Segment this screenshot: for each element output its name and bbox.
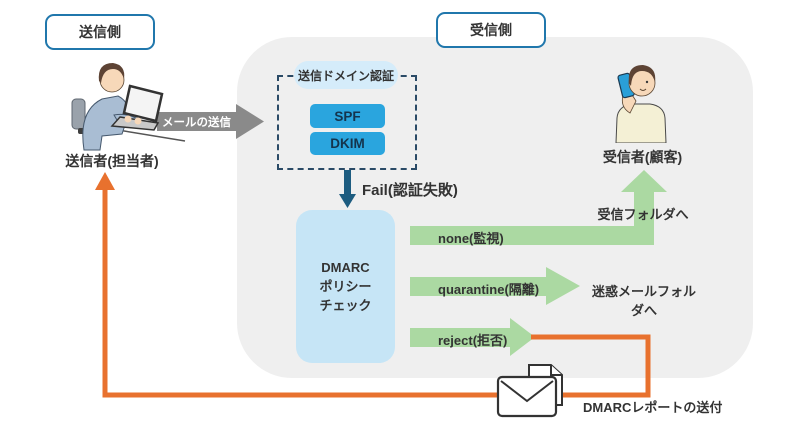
dmarc-box-line3: チェック: [319, 298, 372, 313]
spf-chip: SPF: [310, 104, 385, 128]
fail-label: Fail(認証失敗): [362, 182, 458, 199]
receiver-side-badge-label: 受信側: [470, 22, 512, 38]
dmarc-box-line2: ポリシー: [319, 279, 372, 294]
sender-person-illustration: [71, 63, 186, 151]
dmarc-policy-check-box: DMARC ポリシー チェック: [296, 210, 395, 363]
spf-label: SPF: [334, 108, 361, 124]
sender-side-badge: 送信側: [45, 14, 155, 50]
none-arrow: [410, 170, 667, 245]
receiver-person-illustration: [615, 65, 667, 143]
policy-quarantine-label: quarantine(隔離): [438, 282, 540, 297]
dmarc-box-line1: DMARC: [321, 260, 370, 275]
fail-arrow: [339, 170, 356, 208]
reject-arrow: [410, 318, 535, 356]
dmarc-report-label: DMARCレポートの送付: [583, 400, 723, 415]
domain-auth-title-label: 送信ドメイン認証: [297, 68, 394, 83]
quarantine-arrow: [410, 267, 580, 305]
policy-reject-label: reject(拒否): [438, 333, 508, 348]
policy-none-label: none(監視): [438, 231, 504, 246]
dkim-label: DKIM: [330, 136, 365, 151]
dkim-chip: DKIM: [310, 132, 385, 155]
envelope-icon: [496, 375, 558, 418]
receiver-side-badge: 受信側: [436, 12, 546, 48]
inbox-destination-label: 受信フォルダへ: [597, 207, 689, 222]
spam-destination-label: 迷惑メールフォルダへ: [591, 284, 696, 318]
domain-auth-title: 送信ドメイン認証: [294, 61, 398, 89]
mail-send-arrow-label: メールの送信: [162, 117, 231, 129]
mail-send-arrow: [157, 104, 264, 139]
dmarc-report-line: [95, 172, 651, 398]
sender-side-badge-label: 送信側: [79, 24, 121, 40]
receiver-label: 受信者(顧客): [602, 149, 683, 165]
sender-label: 送信者(担当者): [65, 153, 159, 169]
